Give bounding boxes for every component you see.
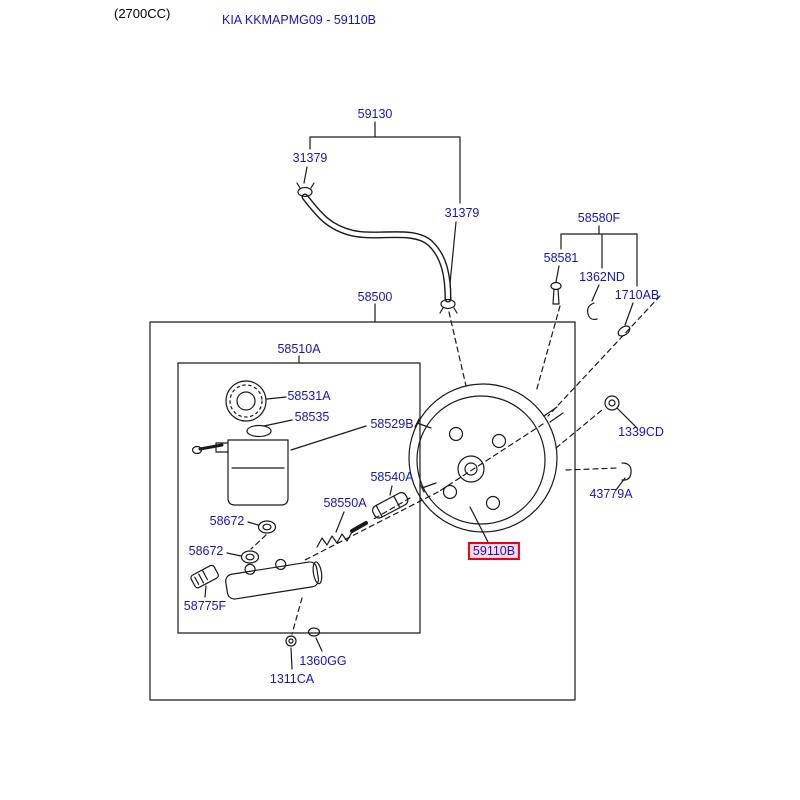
leader-line — [290, 647, 293, 670]
bolt-shaft — [552, 288, 560, 305]
hose-clamp-left-tabs — [296, 182, 315, 189]
booster-hub-hole — [464, 462, 478, 476]
leader-line — [309, 121, 461, 204]
engine-variant-label: (2700CC) — [114, 6, 171, 21]
leader-line — [469, 506, 490, 545]
booster-mount-stud — [414, 418, 432, 429]
leader-line — [591, 284, 600, 302]
part-label-58529b[interactable]: 58529B — [370, 417, 414, 431]
booster-stud-hole — [442, 484, 458, 500]
reservoir-cap-knurl — [229, 384, 263, 418]
part-label-58581[interactable]: 58581 — [543, 251, 579, 265]
clip — [587, 302, 598, 321]
part-label-1360gg[interactable]: 1360GG — [299, 654, 347, 668]
part-label-58510a[interactable]: 58510A — [277, 342, 321, 356]
grommet-hole — [608, 399, 616, 407]
reservoir-body — [227, 439, 289, 506]
reservoir-neck — [246, 424, 272, 438]
part-label-58535[interactable]: 58535 — [294, 410, 330, 424]
outer-assembly-box — [149, 321, 576, 701]
leader-line — [624, 302, 634, 326]
leader-line — [335, 511, 345, 533]
part-label-59110b[interactable]: 59110B — [467, 542, 521, 560]
leader-line — [560, 225, 638, 287]
leader-line — [303, 166, 308, 184]
grommet — [604, 395, 620, 411]
booster-stud-hole — [491, 433, 507, 449]
leader-line — [315, 637, 323, 652]
washer — [307, 627, 321, 637]
washer-hole — [288, 638, 294, 644]
inner-assembly-box — [177, 362, 421, 634]
grommet — [257, 520, 277, 534]
reservoir-cap — [225, 380, 267, 422]
leader-line — [555, 265, 560, 283]
washer — [285, 635, 297, 647]
leader-line — [263, 419, 293, 427]
catalog-title: KIA KKMAPMG09 - 59110B — [222, 13, 377, 27]
booster-check-valve — [543, 406, 564, 423]
booster-mount-stud — [419, 482, 437, 493]
part-label-58550a[interactable]: 58550A — [323, 496, 367, 510]
bolt — [550, 281, 562, 291]
hose-clamp-right-tabs — [439, 307, 458, 314]
piston-spring — [316, 531, 353, 548]
master-cylinder-body — [225, 558, 323, 600]
brake-booster-dome — [416, 395, 546, 525]
part-label-58531a[interactable]: 58531A — [287, 389, 331, 403]
part-label-1362nd[interactable]: 1362ND — [579, 270, 625, 284]
leader-line — [616, 407, 638, 429]
part-label-1710ab[interactable]: 1710AB — [614, 288, 660, 302]
part-label-59130[interactable]: 59130 — [357, 107, 393, 121]
piston-rod — [350, 521, 368, 533]
part-label-58672-lower[interactable]: 58672 — [188, 544, 224, 558]
reservoir-cap-center — [236, 391, 256, 411]
grommet-hole — [245, 553, 255, 561]
part-label-31379-right[interactable]: 31379 — [444, 206, 480, 220]
secondary-piston — [371, 492, 409, 519]
leader-line — [226, 552, 242, 557]
part-label-1339cd[interactable]: 1339CD — [618, 425, 664, 439]
part-label-58775f[interactable]: 58775F — [183, 599, 227, 613]
assembly-axis-lines — [250, 295, 661, 635]
grommet — [240, 550, 260, 564]
vacuum-hose-inner — [302, 194, 451, 302]
end-fitting — [190, 564, 219, 589]
part-label-58580f[interactable]: 58580F — [577, 211, 621, 225]
leader-line — [204, 585, 207, 598]
leader-line — [247, 521, 259, 526]
leader-line — [389, 485, 393, 496]
leader-line — [615, 477, 626, 491]
hose-clamp-left — [297, 186, 313, 198]
retainer-clip — [621, 462, 632, 481]
leader-line — [266, 396, 287, 400]
part-label-43779a[interactable]: 43779A — [589, 487, 633, 501]
screw-head — [191, 445, 203, 455]
part-label-31379-left[interactable]: 31379 — [292, 151, 328, 165]
hose-clamp-right — [440, 298, 456, 310]
booster-hub — [457, 455, 485, 483]
booster-stud-hole — [448, 426, 464, 442]
part-label-58672-upper[interactable]: 58672 — [209, 514, 245, 528]
grommet-hole — [262, 523, 272, 531]
leader-line — [290, 425, 367, 451]
screw-shaft — [198, 443, 224, 451]
part-label-58500[interactable]: 58500 — [357, 290, 393, 304]
booster-stud-hole — [485, 495, 501, 511]
part-label-1311ca[interactable]: 1311CA — [269, 672, 315, 686]
o-ring — [617, 325, 631, 337]
part-label-58540a[interactable]: 58540A — [370, 470, 414, 484]
